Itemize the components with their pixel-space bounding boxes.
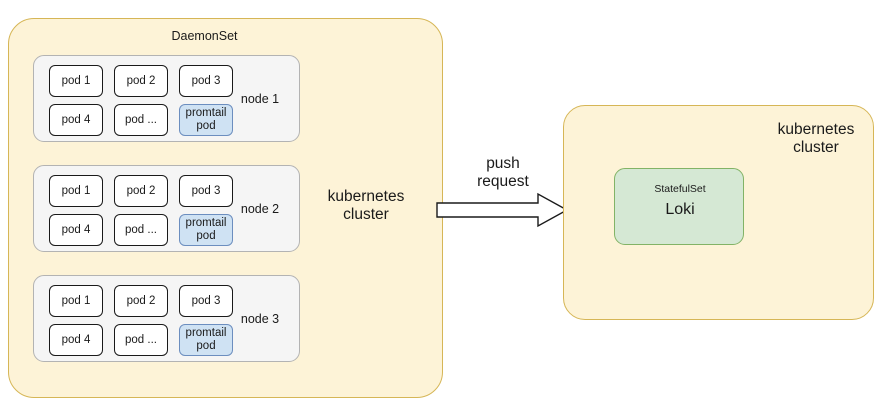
node-box-1[interactable]: pod 1 pod 2 pod 3 pod 4 pod ... promtail…	[33, 55, 300, 142]
node-name-label: node 3	[240, 311, 280, 326]
pod-box[interactable]: pod 1	[49, 285, 103, 317]
pod-box[interactable]: pod ...	[114, 324, 168, 356]
pod-box[interactable]: pod ...	[114, 104, 168, 136]
node-box-2[interactable]: pod 1 pod 2 pod 3 pod 4 pod ... promtail…	[33, 165, 300, 252]
node-box-3[interactable]: pod 1 pod 2 pod 3 pod 4 pod ... promtail…	[33, 275, 300, 362]
promtail-pod-box[interactable]: promtail pod	[179, 324, 233, 356]
pod-box[interactable]: pod 3	[179, 175, 233, 207]
daemonset-label: DaemonSet	[171, 29, 238, 43]
pod-box[interactable]: pod 1	[49, 65, 103, 97]
promtail-pod-box[interactable]: promtail pod	[179, 104, 233, 136]
pod-box[interactable]: pod 2	[114, 65, 168, 97]
push-request-label: push request	[477, 155, 529, 191]
pod-box[interactable]: pod 4	[49, 104, 103, 136]
pod-box[interactable]: pod 4	[49, 214, 103, 246]
loki-name-label: Loki	[665, 201, 695, 218]
pod-box[interactable]: pod ...	[114, 214, 168, 246]
pod-box[interactable]: pod 3	[179, 285, 233, 317]
pod-box[interactable]: pod 2	[114, 285, 168, 317]
pod-box[interactable]: pod 2	[114, 175, 168, 207]
left-cluster-label: kubernetes cluster	[327, 188, 405, 224]
pod-box[interactable]: pod 4	[49, 324, 103, 356]
statefulset-kind-label: StatefulSet	[654, 183, 706, 195]
pod-box[interactable]: pod 3	[179, 65, 233, 97]
promtail-pod-box[interactable]: promtail pod	[179, 214, 233, 246]
loki-statefulset-box[interactable]: StatefulSet Loki	[614, 168, 744, 245]
node-name-label: node 2	[240, 201, 280, 216]
block-arrow-right-icon	[436, 192, 569, 228]
pod-box[interactable]: pod 1	[49, 175, 103, 207]
right-cluster-label: kubernetes cluster	[777, 121, 855, 157]
node-name-label: node 1	[240, 91, 280, 106]
